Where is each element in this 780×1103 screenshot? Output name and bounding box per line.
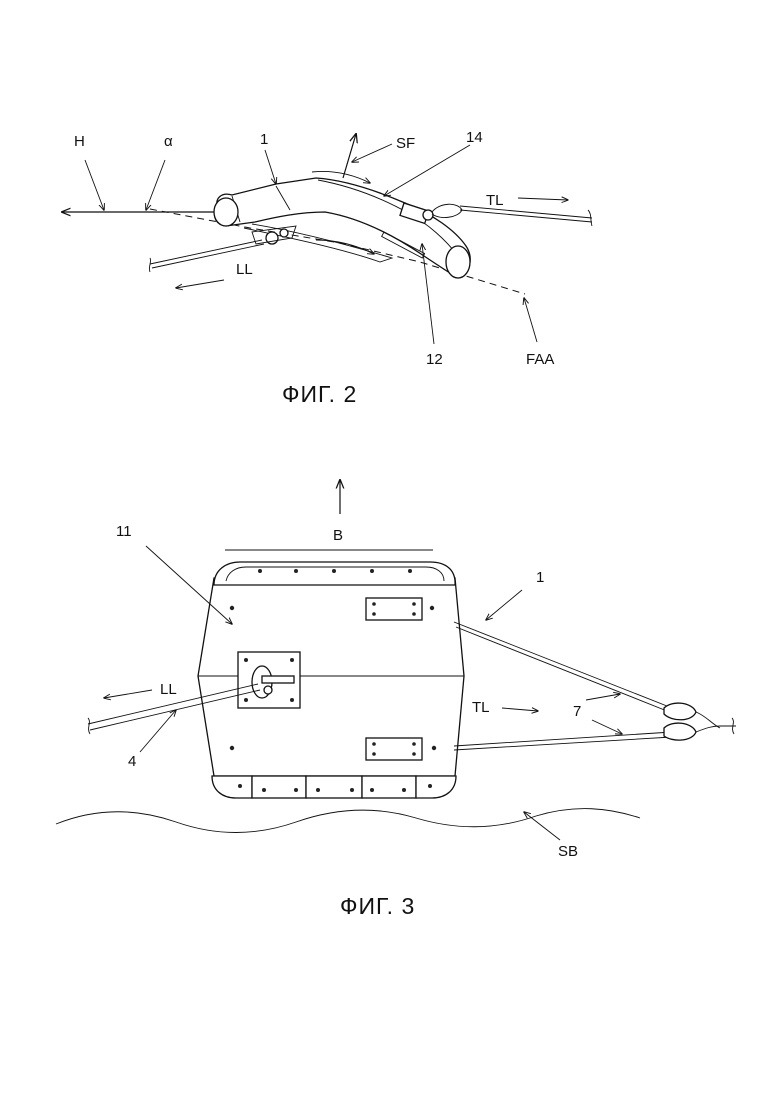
plate-bolt xyxy=(412,742,416,746)
bottom-skid xyxy=(362,776,416,798)
sf-force-arrow xyxy=(343,134,356,178)
skid-bolt xyxy=(370,788,374,792)
label-tl: TL xyxy=(486,192,504,209)
lower-bridle xyxy=(454,732,672,750)
skid-bolt xyxy=(428,784,432,788)
plate-bolt xyxy=(372,612,376,616)
shackle-eye xyxy=(264,686,272,694)
label-b: B xyxy=(333,527,343,544)
tow-thimble xyxy=(432,204,462,217)
ll-direction-arrow xyxy=(176,280,224,288)
lower-bridle-thimble xyxy=(664,723,696,740)
sf-leader xyxy=(352,144,392,162)
tow-shackle xyxy=(423,210,433,220)
upper-bridle-thimble xyxy=(664,703,696,720)
figure-3-caption: ФИГ. 3 xyxy=(340,893,415,919)
rail-bolt xyxy=(408,569,412,573)
skid-bolt xyxy=(262,788,266,792)
rail-bolt xyxy=(294,569,298,573)
label-ref-11: 11 xyxy=(116,523,132,540)
body-bolt xyxy=(230,606,234,610)
plate-bolt xyxy=(372,602,376,606)
ref-14-leader xyxy=(384,145,470,196)
tl-direction-arrow xyxy=(502,708,538,711)
ref-7-leader-lower xyxy=(592,720,622,734)
tow-line-tl xyxy=(460,206,592,222)
plate-bolt xyxy=(412,612,416,616)
bottom-skid-left xyxy=(212,776,252,798)
skid-bolt xyxy=(294,788,298,792)
label-ref-14: 14 xyxy=(466,129,483,146)
figure-3: B 11 1 LL TL 7 4 SB ФИГ. 3 xyxy=(56,480,736,919)
lower-mounting-plate xyxy=(366,738,422,760)
skid-bolt xyxy=(350,788,354,792)
plate-bolt xyxy=(372,752,376,756)
label-h: H xyxy=(74,133,85,150)
body-bolt xyxy=(430,606,434,610)
nose-roller xyxy=(214,198,238,226)
ref-1-leader xyxy=(486,590,522,620)
skid-bolt xyxy=(238,784,242,788)
ref-1-leader xyxy=(265,150,276,184)
plate-bolt xyxy=(244,698,248,702)
label-faa: FAA xyxy=(526,351,554,368)
plate-bolt xyxy=(290,658,294,662)
label-ll: LL xyxy=(236,261,253,278)
label-alpha: α xyxy=(164,133,173,150)
upper-mounting-plate xyxy=(366,598,422,620)
top-rail xyxy=(214,562,455,585)
h-leader-arrow xyxy=(85,160,104,210)
bridle-connector xyxy=(696,712,736,732)
label-ref-1: 1 xyxy=(536,569,544,586)
bottom-skid xyxy=(306,776,362,798)
label-sb: SB xyxy=(558,843,578,860)
ref-4-leader xyxy=(140,710,176,752)
bottom-skid xyxy=(252,776,306,798)
ll-direction-arrow xyxy=(104,690,152,698)
body-bolt xyxy=(432,746,436,750)
skid-bolt xyxy=(402,788,406,792)
label-ll: LL xyxy=(160,681,177,698)
body-bolt xyxy=(230,746,234,750)
alpha-leader-arrow xyxy=(146,160,165,210)
bottom-skid-right xyxy=(416,776,456,798)
plate-bolt xyxy=(372,742,376,746)
label-tl: TL xyxy=(472,699,490,716)
foil-body xyxy=(215,178,470,278)
label-ref-1: 1 xyxy=(260,131,268,148)
label-ref-12: 12 xyxy=(426,351,443,368)
plate-bolt xyxy=(290,698,294,702)
rail-bolt xyxy=(332,569,336,573)
ll-line-break xyxy=(88,718,90,734)
ref-7-leader-upper xyxy=(586,694,620,700)
label-sf: SF xyxy=(396,135,415,152)
rail-bolt xyxy=(370,569,374,573)
skid-bolt xyxy=(316,788,320,792)
label-ref-4: 4 xyxy=(128,753,136,770)
plate-bolt xyxy=(244,658,248,662)
label-ref-7: 7 xyxy=(573,703,581,720)
plate-bolt xyxy=(412,752,416,756)
sb-leader xyxy=(524,812,560,840)
shackle-pin xyxy=(262,676,294,683)
figure-2-caption: ФИГ. 2 xyxy=(282,381,357,407)
flow-arrow-lower xyxy=(316,240,374,254)
rail-bolt xyxy=(258,569,262,573)
tl-direction-arrow xyxy=(518,198,568,200)
faa-leader xyxy=(524,298,537,342)
tail-roller xyxy=(446,246,470,278)
ll-line-break xyxy=(149,258,150,272)
plate-bolt xyxy=(412,602,416,606)
seabed-line xyxy=(56,809,640,833)
figure-2: H α 1 SF 14 TL LL 12 FAA ФИГ. 2 xyxy=(62,129,592,407)
ll-pin xyxy=(280,229,288,237)
